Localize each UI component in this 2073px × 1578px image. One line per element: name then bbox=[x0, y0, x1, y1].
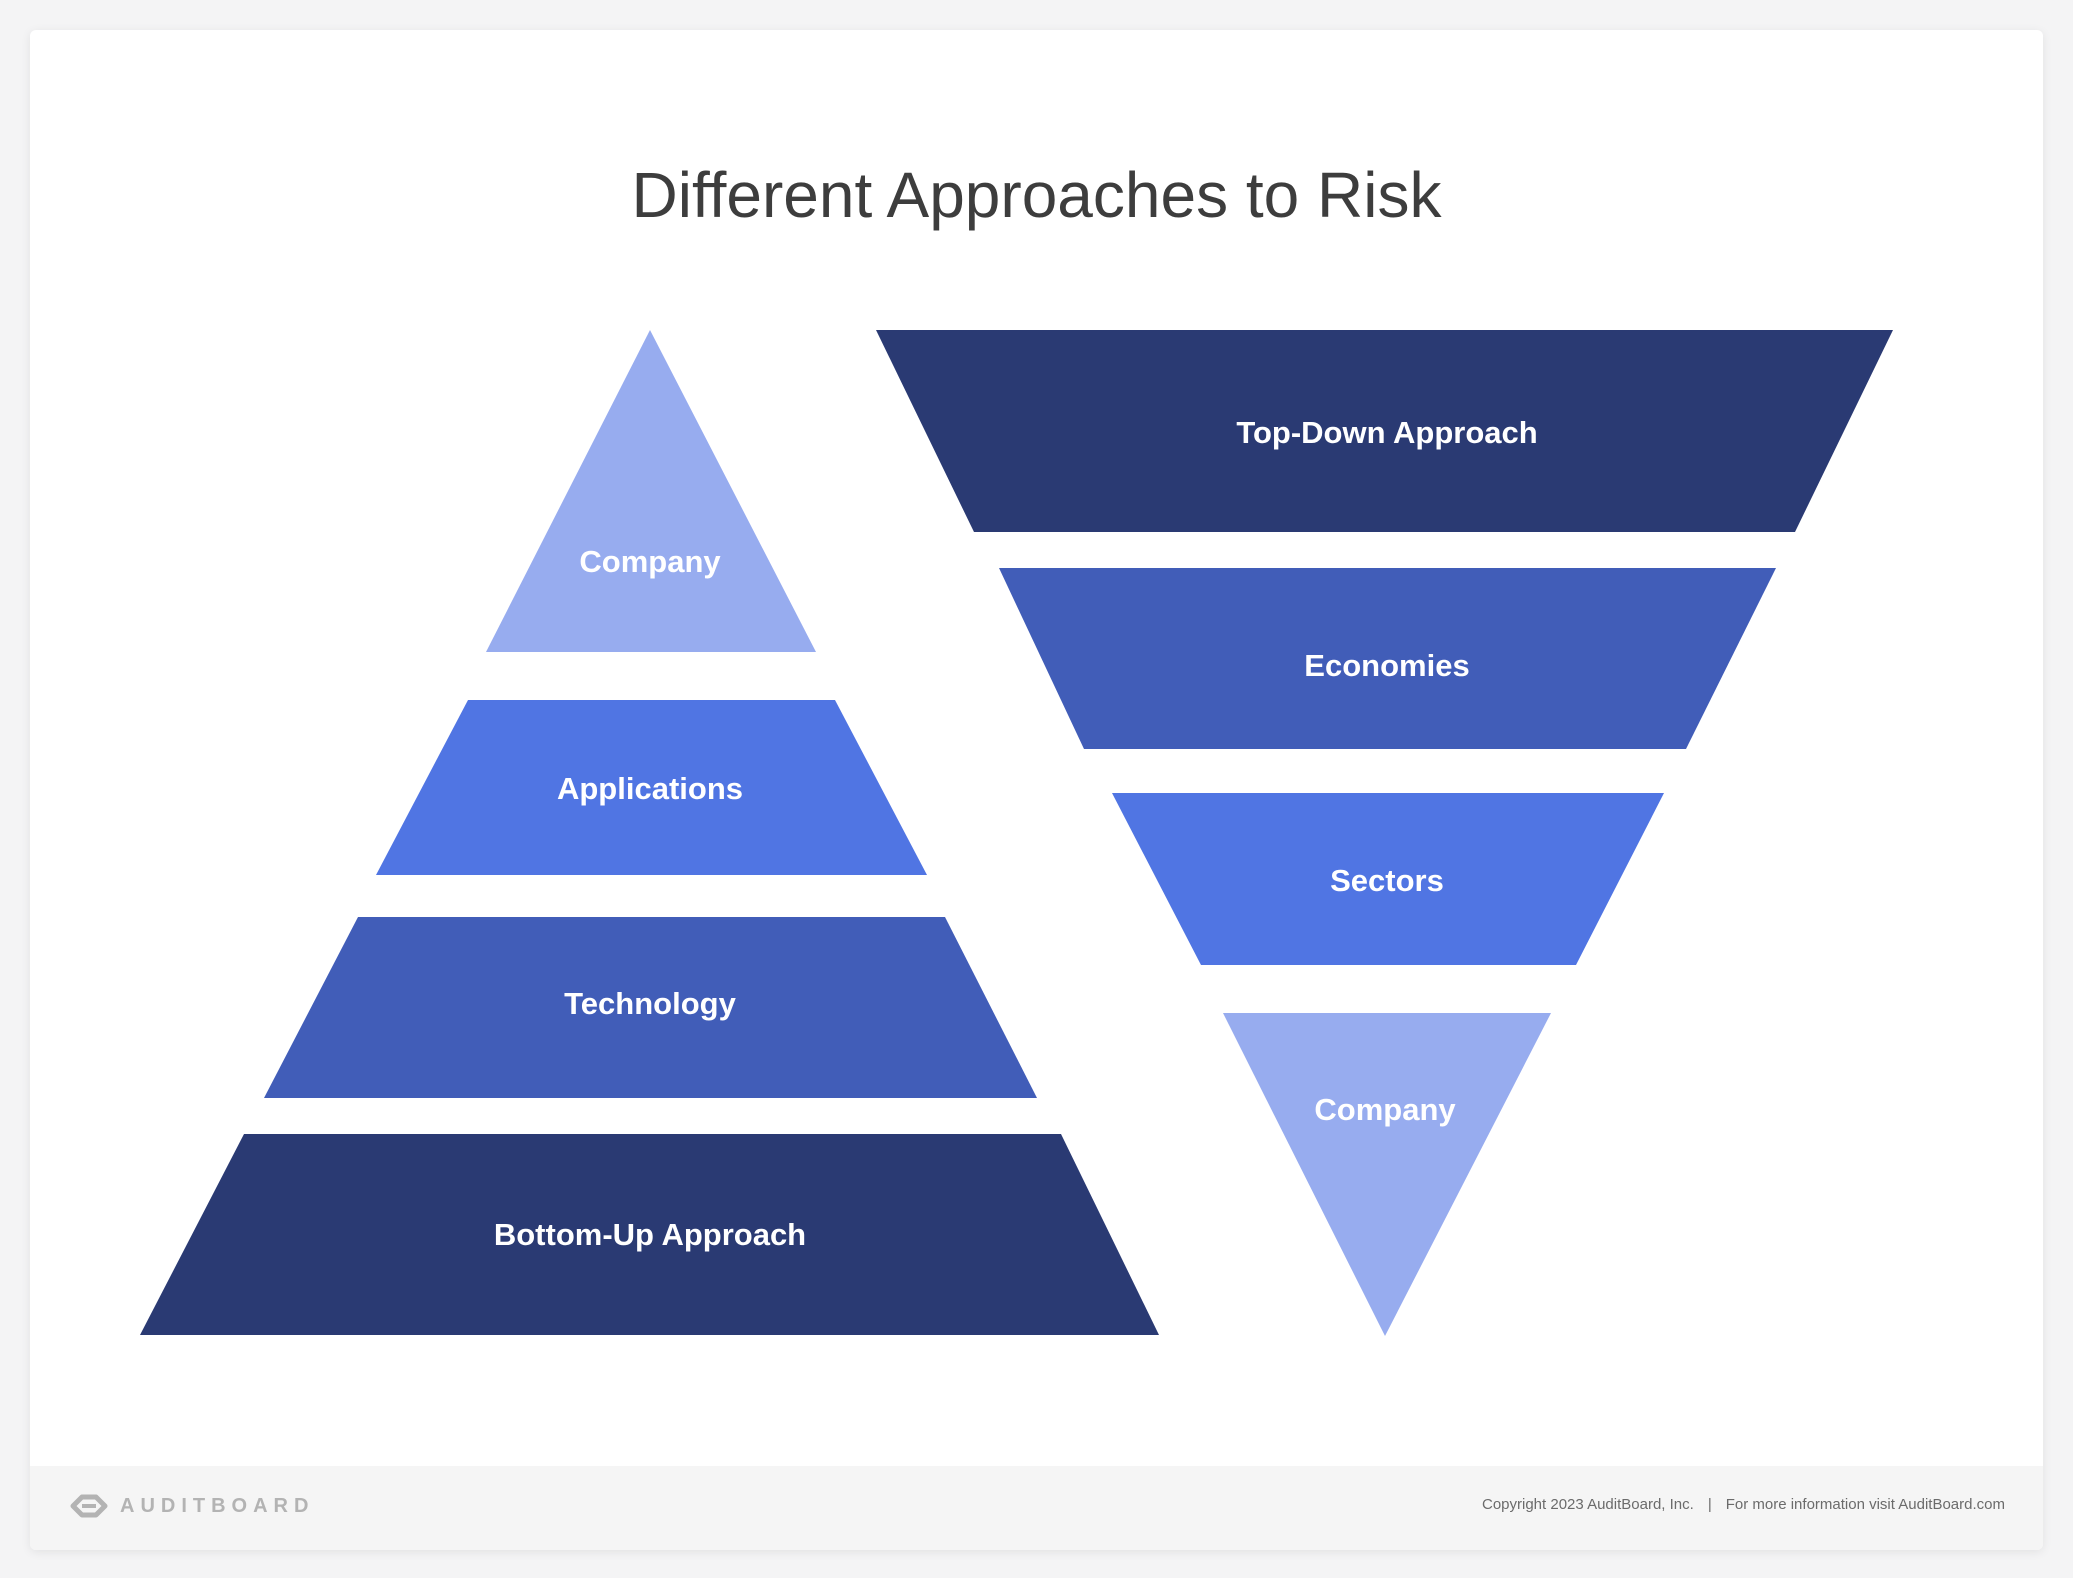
infographic-card: Different Approaches to Risk Company App… bbox=[30, 30, 2043, 1550]
funnel-level-economies bbox=[999, 568, 1776, 749]
page-title: Different Approaches to Risk bbox=[631, 159, 1442, 231]
footer-info: Copyright 2023 AuditBoard, Inc. | For mo… bbox=[1482, 1496, 2005, 1513]
footer: AUDITBOARD Copyright 2023 AuditBoard, In… bbox=[30, 1466, 2043, 1550]
logo-text: AUDITBOARD bbox=[120, 1494, 315, 1517]
top-down-pyramid: Top-Down Approach Economies Sectors Comp… bbox=[876, 330, 1893, 1336]
funnel-level-top-down-approach bbox=[876, 330, 1893, 532]
more-info-link[interactable]: For more information visit AuditBoard.co… bbox=[1725, 1496, 2005, 1513]
pyramid-label-applications: Applications bbox=[557, 771, 743, 806]
pyramid-level-company bbox=[486, 330, 816, 652]
funnel-label-top-down-approach: Top-Down Approach bbox=[1236, 415, 1537, 450]
copyright-text: Copyright 2023 AuditBoard, Inc. bbox=[1482, 1496, 1694, 1513]
funnel-label-economies: Economies bbox=[1304, 648, 1469, 683]
auditboard-logo: AUDITBOARD bbox=[70, 1492, 314, 1520]
auditboard-mark-icon bbox=[70, 1494, 108, 1518]
funnel-label-company: Company bbox=[1314, 1092, 1456, 1127]
pyramid-label-bottom-up-approach: Bottom-Up Approach bbox=[494, 1217, 806, 1252]
bottom-up-pyramid: Company Applications Technology Bottom-U… bbox=[140, 330, 1159, 1335]
funnel-level-company bbox=[1223, 1013, 1551, 1336]
pyramid-label-company: Company bbox=[579, 544, 721, 579]
risk-approaches-diagram: Company Applications Technology Bottom-U… bbox=[140, 330, 1893, 1336]
pyramid-level-bottom-up-approach bbox=[140, 1134, 1159, 1335]
pyramid-level-technology bbox=[264, 917, 1037, 1098]
funnel-label-sectors: Sectors bbox=[1330, 863, 1444, 898]
pyramid-level-applications bbox=[376, 700, 927, 875]
footer-separator: | bbox=[1707, 1496, 1712, 1513]
funnel-level-sectors bbox=[1112, 793, 1664, 965]
pyramid-label-technology: Technology bbox=[564, 986, 736, 1021]
